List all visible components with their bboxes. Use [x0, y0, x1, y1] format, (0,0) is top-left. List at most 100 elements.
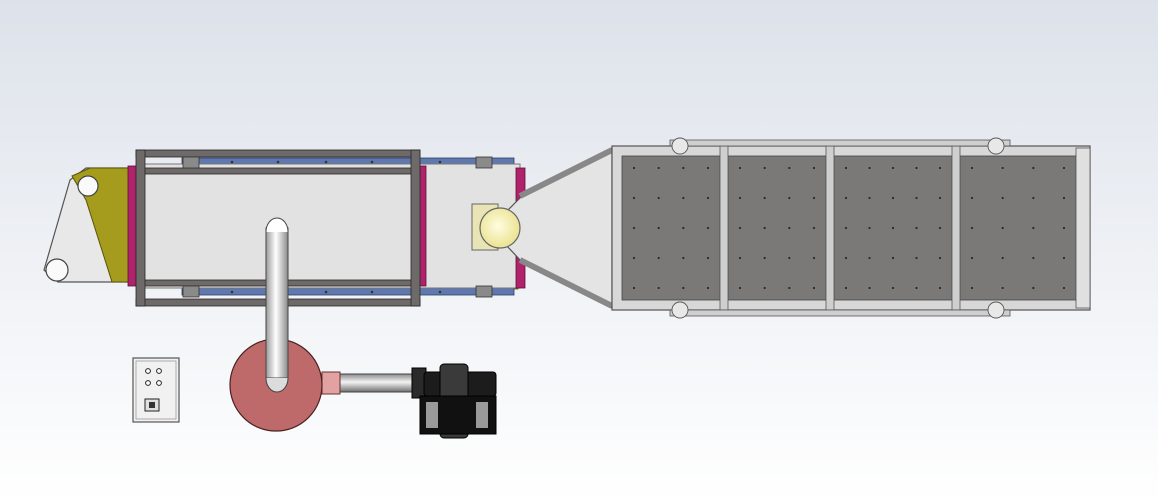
funnel-edge-top [518, 147, 614, 199]
motor-base-window-left [426, 402, 438, 428]
perforation-dot [657, 286, 660, 290]
perforation-dot [891, 286, 895, 290]
perforation-dot [763, 256, 766, 260]
perforation-dot [1062, 286, 1066, 290]
power-switch-rocker [149, 402, 155, 408]
perforation-dot [844, 166, 848, 170]
perforation-dot [657, 196, 660, 200]
perforation-dot [938, 226, 942, 230]
perforation-dot [788, 166, 791, 170]
perforation-dot [868, 256, 871, 260]
perforation-dot [706, 196, 710, 200]
perforation-dot [891, 196, 895, 200]
pivot-hole-lower [45, 258, 69, 282]
duct-coupling [321, 371, 341, 395]
blower-assembly[interactable] [229, 217, 497, 439]
perforation-dot [1032, 226, 1035, 230]
perforation-dot [812, 166, 816, 170]
perforation-dot [682, 256, 685, 260]
perforation-dot [970, 286, 974, 290]
perforation-dot [868, 196, 871, 200]
control-box[interactable] [132, 357, 180, 423]
perforation-dot [1032, 166, 1035, 170]
perforation-dot [788, 196, 791, 200]
frame-top-rail [135, 149, 421, 158]
perforation-dot [938, 166, 942, 170]
perforation-dot [706, 256, 710, 260]
hopper-body[interactable] [127, 149, 526, 307]
perforation-dot [1001, 226, 1004, 230]
indicator-lights [145, 368, 162, 386]
control-box-body [132, 357, 180, 423]
deck-panel-4 [959, 155, 1077, 301]
perforation-dot [1062, 256, 1066, 260]
perforation-dot [1032, 256, 1035, 260]
perforation-dot [657, 166, 660, 170]
perforation-dot [788, 286, 791, 290]
perforation-dot [632, 196, 636, 200]
perforation-dot [915, 226, 918, 230]
deck-crossbar-1 [719, 145, 729, 311]
frame-post-left [135, 149, 146, 307]
perforation-dot [1062, 226, 1066, 230]
perforation-dot [868, 166, 871, 170]
perforation-dot [915, 286, 918, 290]
perforation-dot [682, 166, 685, 170]
perforation-dot [812, 286, 816, 290]
perforation-dot [763, 226, 766, 230]
perforation-dot [738, 226, 742, 230]
frame-post-right [410, 149, 421, 307]
perforation-dot [1001, 166, 1004, 170]
perforation-dot [812, 226, 816, 230]
perforation-dot [1001, 286, 1004, 290]
deck-panel-2 [727, 155, 827, 301]
frame-inner-top [135, 167, 421, 175]
perforation-dot [682, 286, 685, 290]
perforation-dot [970, 166, 974, 170]
perforation-pattern [632, 166, 1066, 290]
pivot-hole-upper [77, 175, 99, 197]
perforation-dot [891, 166, 895, 170]
perforation-dot [1062, 196, 1066, 200]
duct-elbow-top [265, 217, 289, 233]
perforation-dot [938, 286, 942, 290]
deck-side-bar-bottom [669, 309, 1011, 317]
discharge-funnel[interactable] [471, 147, 614, 309]
perforation-dot [738, 166, 742, 170]
perforation-dot [788, 256, 791, 260]
perforation-dot [970, 196, 974, 200]
deck-crossbar-2 [825, 145, 835, 311]
perforation-dot [657, 226, 660, 230]
perforation-dot [844, 196, 848, 200]
perforation-dot [738, 196, 742, 200]
perforation-dot [970, 256, 974, 260]
perforation-dot [632, 166, 636, 170]
perforation-dot [868, 286, 871, 290]
perforation-dot [915, 256, 918, 260]
perforation-dot [844, 256, 848, 260]
perforation-dot [868, 226, 871, 230]
perforation-dot [682, 196, 685, 200]
clamp-tl [182, 156, 200, 169]
perforation-dot [763, 166, 766, 170]
perforation-dot [915, 196, 918, 200]
clamp-bm [475, 285, 493, 298]
deck-crossbar-3 [951, 145, 961, 311]
perforation-dot [938, 196, 942, 200]
perforation-dot [844, 286, 848, 290]
body-panel [139, 163, 521, 289]
perforation-dot [938, 256, 942, 260]
funnel-edge-bottom [518, 257, 614, 309]
perforation-dot [788, 226, 791, 230]
perforation-dot [915, 166, 918, 170]
perforation-dot [1001, 196, 1004, 200]
motor-base-window-right [476, 402, 488, 428]
screen-deck[interactable] [611, 137, 1091, 319]
perforation-dot [763, 286, 766, 290]
spring-mounts [671, 137, 1005, 319]
deck-end-plate [1075, 147, 1091, 309]
perforation-dot [1062, 166, 1066, 170]
deck-panel-1 [621, 155, 721, 301]
